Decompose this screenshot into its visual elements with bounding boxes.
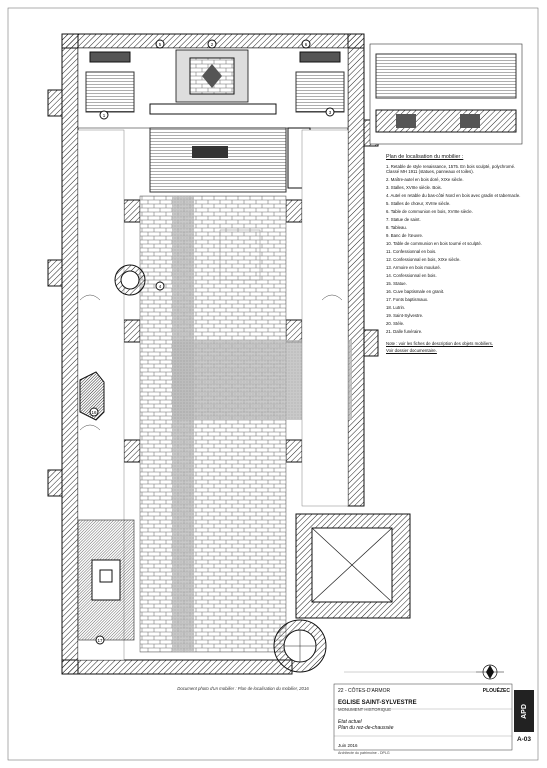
north-arrow-icon: [476, 664, 504, 680]
svg-text:1: 1: [103, 113, 106, 118]
detail-inset: [369, 43, 523, 145]
legend-item: 16. Cuve baptismale en granit.: [386, 289, 445, 295]
legend-item: 10. Table de communion en bois tourné et…: [386, 241, 482, 247]
legend-item: 6. Table de communion en bois, XVIIIe si…: [386, 209, 473, 215]
sheet-number: A-03: [516, 736, 532, 743]
legend-item: 7. Statue de saint.: [386, 217, 421, 223]
legend-items: 1. Retable de style renaissance, 1575. E…: [386, 164, 521, 335]
architect: Architecte du patrimoine - DPLG: [338, 751, 390, 755]
legend-item: 4. Autel en retable du bas-côté Nord en …: [386, 193, 521, 199]
phase-label: APD: [514, 690, 534, 732]
legend-item: 14. Confessionnal en bois.: [386, 273, 437, 279]
legend-item: 1. Retable de style renaissance, 1575. E…: [386, 164, 516, 175]
department: 22 - CÔTES-D'ARMOR: [338, 688, 391, 694]
town: PLOUÉZEC: [482, 688, 510, 694]
stair-turret: [114, 264, 146, 296]
svg-text:2: 2: [211, 42, 214, 47]
legend-item: 18. Lutrin.: [386, 305, 406, 311]
legend-item: 5. Stalles de chœur, XVIIIe siècle.: [386, 201, 451, 207]
callout-marker: 1: [99, 110, 109, 120]
svg-text:16: 16: [91, 410, 97, 415]
drawing-caption: Document photo d'un mobilier : Plan de l…: [177, 686, 309, 691]
callout-marker: 6: [301, 39, 311, 49]
church-name: EGLISE SAINT-SYLVESTRE: [338, 700, 417, 706]
chapel-baptismal: [77, 519, 135, 641]
drawing-state: Etat actuel: [338, 719, 362, 725]
svg-text:6: 6: [305, 42, 308, 47]
drawing-date: Juin 2016: [338, 743, 358, 748]
callout-marker: 3: [325, 107, 335, 117]
svg-text:3: 3: [329, 110, 332, 115]
legend-heading: Plan de localisation du mobilier :: [386, 154, 464, 160]
callout-marker: 17: [95, 635, 105, 645]
legend-item: 20. Stèle.: [386, 321, 405, 327]
legend-item: 21. Dalle funéraire.: [386, 329, 423, 335]
drawing-plan: Plan du rez-de-chaussée: [338, 725, 394, 731]
legend-item: 11. Confessionnal en bois.: [386, 249, 437, 255]
tower-porch: [273, 513, 411, 673]
callout-marker: 16: [89, 407, 99, 417]
church-subtitle: MONUMENT HISTORIQUE: [338, 707, 392, 712]
svg-text:5: 5: [159, 42, 162, 47]
legend-item: 12. Confessionnal en bois, XIXe siècle.: [386, 257, 461, 263]
legend-item: 13. Armoire en bois mouluré.: [386, 265, 441, 271]
legend-item: 19. Saint-Sylvestre.: [386, 313, 424, 319]
legend-item: 3. Stalles, XVIIIe siècle. Bois.: [386, 185, 442, 191]
legend-note-2: Voir dossier documentaire.: [386, 348, 437, 354]
legend-item: 9. Banc de l'œuvre.: [386, 233, 424, 239]
legend-note: Note : voir les fiches de description de…: [386, 340, 493, 346]
legend-item: 8. Tableau.: [386, 225, 407, 231]
legend-item: 17. Fonts baptismaux.: [386, 297, 429, 303]
callout-marker: 2: [207, 39, 217, 49]
callouts: 1 2 3 4 16 5 6 17: [89, 39, 335, 645]
legend-item: 2. Maître-autel en bois doré, XIXe siècl…: [386, 177, 464, 183]
confessional-shape: [79, 371, 105, 421]
svg-text:17: 17: [97, 638, 103, 643]
svg-text:4: 4: [159, 284, 162, 289]
callout-marker: 4: [155, 281, 165, 291]
callout-marker: 5: [155, 39, 165, 49]
legend-item: 15. Statue.: [386, 281, 407, 287]
furniture-legend: Plan de localisation du mobilier : 1. Re…: [386, 154, 521, 354]
